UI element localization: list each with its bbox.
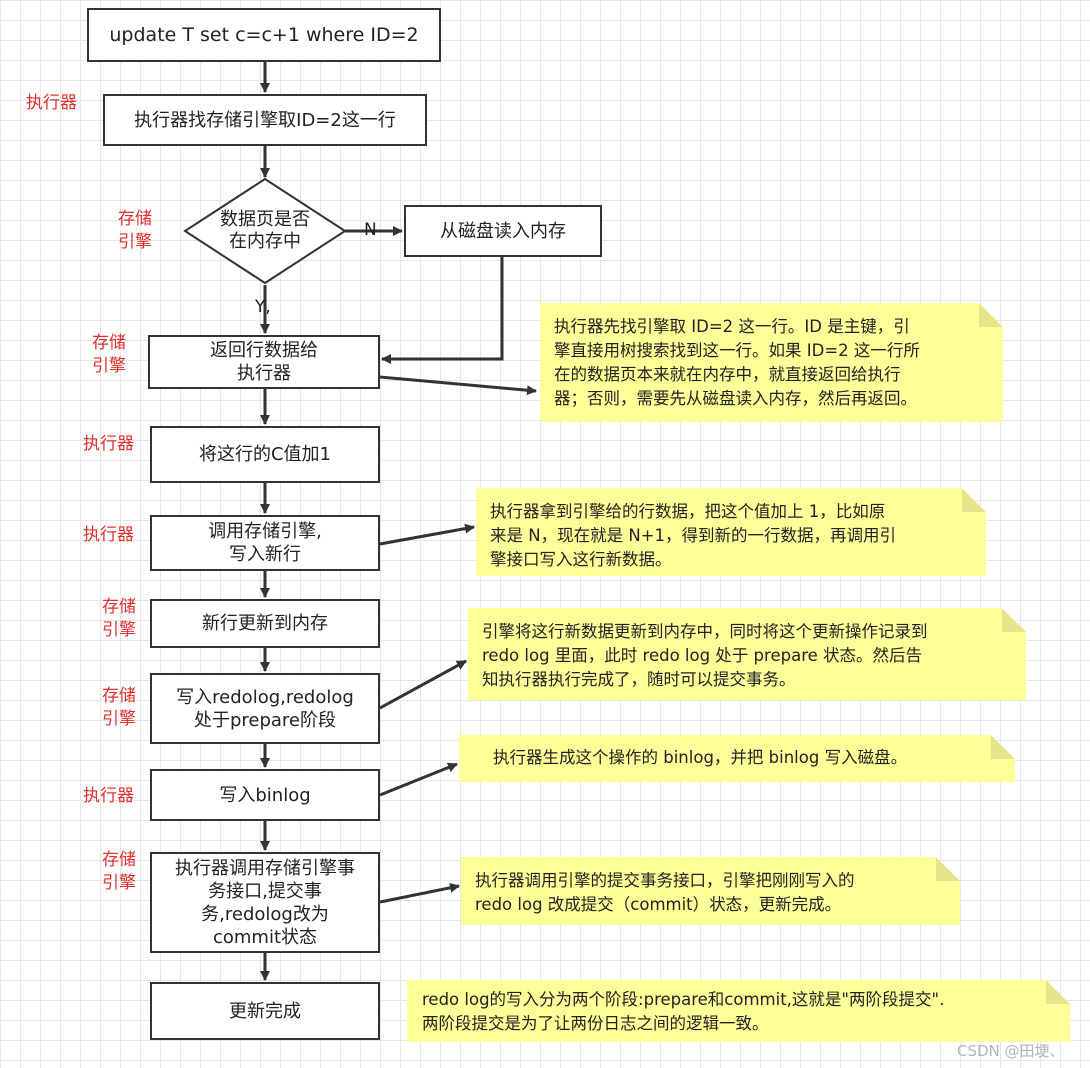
note-fold [962, 488, 986, 512]
step-call-engine-line-1: 调用存储引擎, [208, 521, 322, 542]
role-tag-executor: 执行器 [26, 93, 77, 113]
role-tag-executor: 执行器 [83, 786, 134, 806]
note-add-value: 执行器拿到引擎给的行数据，把这个值加上 1，比如原 来是 N，现在就是 N+1，… [476, 488, 986, 576]
step-read-disk-text: 从磁盘读入内存 [440, 220, 566, 242]
step-update-statement-text: update T set c=c+1 where ID=2 [109, 23, 419, 46]
decision-line-1: 数据页是否 [220, 209, 310, 230]
step-return-row: 返回行数据给 执行器 [148, 335, 380, 389]
step-done-text: 更新完成 [229, 1000, 301, 1022]
arrow-s4-n2 [379, 523, 475, 546]
arrow-s6-n3 [379, 659, 467, 710]
role-tag-engine: 存储 引擎 [102, 686, 136, 729]
role-tag-engine: 存储 引擎 [118, 209, 152, 252]
step-commit-line-2: 务接口,提交事 [208, 880, 322, 902]
step-read-disk: 从磁盘读入内存 [404, 205, 602, 257]
role-tag-engine: 存储 引擎 [92, 333, 126, 376]
step-update-memory-text: 新行更新到内存 [202, 613, 328, 634]
step-write-redolog-line-2: 处于prepare阶段 [193, 709, 337, 731]
step-return-row-line-2: 执行器 [237, 363, 291, 384]
step-add-one: 将这行的C值加1 [150, 426, 380, 483]
role-tag-executor: 执行器 [83, 434, 134, 454]
decision-text: 数据页是否 在内存中 [195, 209, 335, 253]
arrow-s7-n4 [379, 762, 458, 797]
step-commit-line-4: commit状态 [212, 926, 318, 948]
note-fold [1046, 980, 1070, 1004]
step-return-row-line-1: 返回行数据给 [210, 340, 318, 361]
decision-line-2: 在内存中 [229, 231, 301, 252]
step-executor-fetch-text: 执行器找存储引擎取ID=2这一行 [134, 109, 396, 131]
watermark: CSDN @田埂、 [957, 1042, 1065, 1060]
step-update-memory: 新行更新到内存 [150, 599, 380, 648]
branch-label-no: N [364, 220, 377, 240]
step-done: 更新完成 [150, 982, 380, 1040]
arrow-s2-n1 [379, 375, 537, 396]
step-commit-line-3: 务,redolog改为 [201, 903, 329, 925]
note-binlog: 执行器生成这个操作的 binlog，并把 binlog 写入磁盘。 [459, 735, 1015, 782]
step-write-redolog-line-1: 写入redolog,redolog [176, 686, 354, 708]
decision-diamond [183, 177, 347, 285]
step-update-statement: update T set c=c+1 where ID=2 [87, 8, 441, 62]
step-write-binlog: 写入binlog [150, 769, 380, 821]
arrow-s8-n5 [379, 882, 460, 904]
note-fold [1002, 608, 1026, 632]
step-write-redolog: 写入redolog,redolog 处于prepare阶段 [150, 673, 380, 744]
note-fold [991, 735, 1015, 759]
note-two-phase-commit: redo log的写入分为两个阶段:prepare和commit,这就是"两阶段… [407, 980, 1070, 1042]
note-fold [979, 303, 1003, 327]
step-commit-line-1: 执行器调用存储引擎事 [175, 857, 355, 879]
arrow-disk-s2 [381, 257, 504, 364]
step-write-binlog-text: 写入binlog [219, 784, 311, 806]
note-redolog-prepare: 引擎将这行新数据更新到内存中，同时将这个更新操作记录到 redo log 里面，… [468, 608, 1026, 700]
role-tag-executor: 执行器 [83, 525, 134, 545]
step-add-one-text: 将这行的C值加1 [198, 444, 332, 465]
note-commit: 执行器调用引擎的提交事务接口，引擎把刚刚写入的 redo log 改成提交（co… [461, 857, 960, 925]
role-tag-engine: 存储 引擎 [102, 850, 136, 893]
note-fetch-row: 执行器先找引擎取 ID=2 这一行。ID 是主键，引 擎直接用树搜索找到这一行。… [540, 303, 1003, 422]
branch-label-yes: Y, [255, 297, 271, 317]
step-call-engine-line-2: 写入新行 [229, 544, 301, 565]
step-commit: 执行器调用存储引擎事 务接口,提交事 务,redolog改为 commit状态 [150, 852, 380, 953]
role-tag-engine: 存储 引擎 [102, 597, 136, 640]
step-call-engine: 调用存储引擎, 写入新行 [150, 515, 380, 571]
note-fold [936, 857, 960, 881]
step-executor-fetch: 执行器找存储引擎取ID=2这一行 [103, 94, 427, 146]
